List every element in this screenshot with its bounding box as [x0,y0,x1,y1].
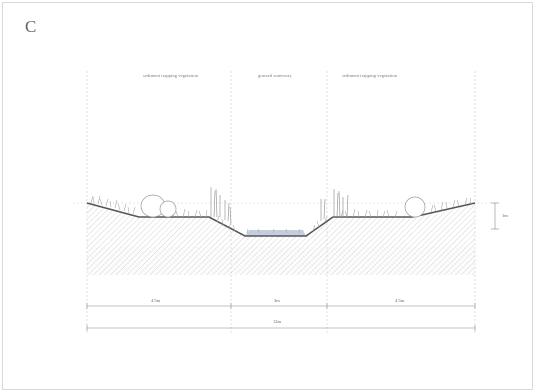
zone-label-left: sediment trapping vegetation [143,73,199,78]
grass-vegetation [90,195,472,234]
center-width-label: 3m [274,298,280,303]
width-dimensions [86,303,476,331]
channel-water [245,230,306,236]
height-dimension [491,202,499,230]
zone-label-right: sediment trapping vegetation [342,73,398,78]
reed-vegetation [210,187,349,224]
height-dimension-label: 1m [502,213,508,218]
left-width-label: 4.5m [151,298,161,303]
cross-section-diagram [73,71,499,333]
subsoil-band [87,247,475,275]
zone-label-center: grassed waterway [258,73,292,78]
shrub-vegetation [140,194,426,218]
panel-label: C [25,17,37,36]
total-width-label: 12m [273,319,282,324]
right-width-label: 4.5m [395,298,405,303]
